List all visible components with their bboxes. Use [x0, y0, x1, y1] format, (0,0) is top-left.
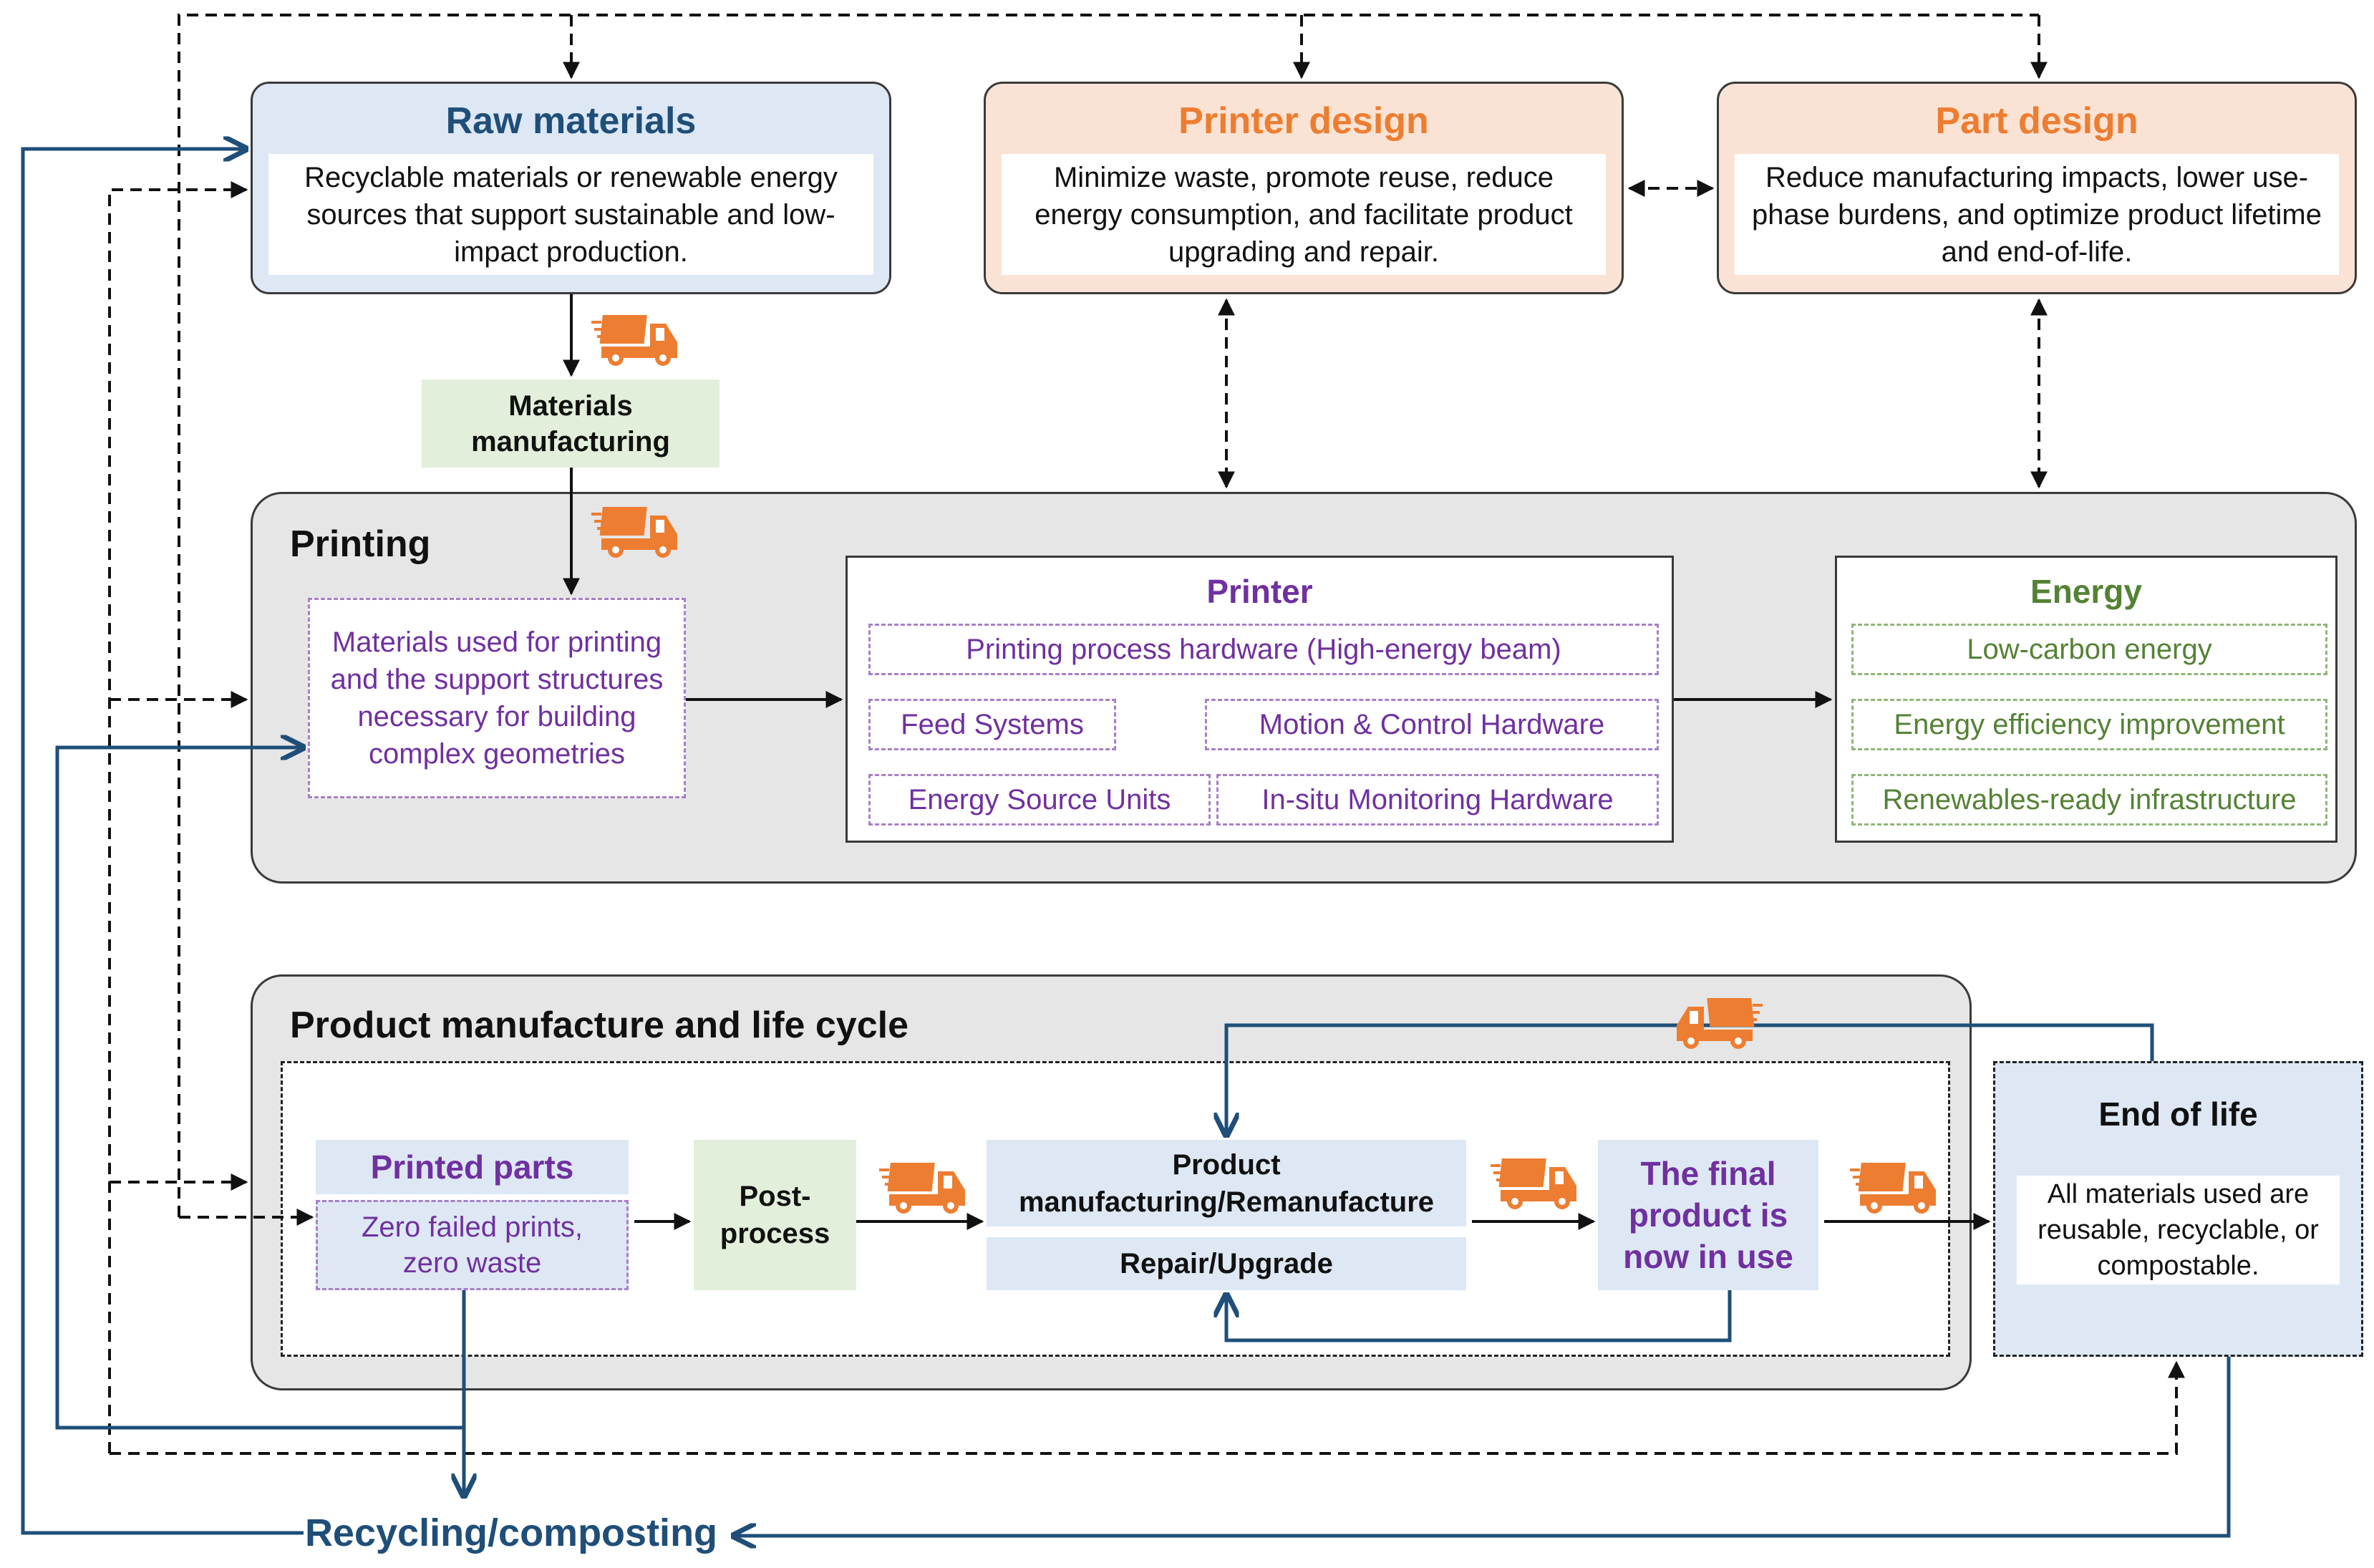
printer-component-label: Feed Systems: [901, 708, 1084, 740]
energy-title: Energy: [2030, 573, 2142, 610]
end-of-life-box: End of life All materials used are reusa…: [1993, 1061, 2363, 1357]
repair-upgrade-label: Repair/Upgrade: [1120, 1247, 1333, 1279]
product-manufacturing-box: Product manufacturing/Remanufacture: [987, 1140, 1466, 1226]
end-of-life-description: All materials used are reusable, recycla…: [2017, 1176, 2340, 1284]
part-design-description: Reduce manufacturing impacts, lower use-…: [1735, 154, 2339, 275]
printed-parts-subbox: Zero failed prints, zero waste: [316, 1200, 629, 1290]
raw-materials-title: Raw materials: [445, 100, 697, 142]
recycling-composting-text: Recycling/composting: [304, 1511, 718, 1554]
truck-icon: [1491, 1158, 1576, 1209]
truck-icon: [591, 507, 677, 558]
printing-materials-box: Materials used for printing and the supp…: [308, 598, 686, 798]
truck-icon: [591, 315, 677, 366]
printer-component: Energy Source Units: [868, 774, 1211, 826]
printer-component: Printing process hardware (High-energy b…: [868, 624, 1659, 675]
materials-manufacturing-box: Materials manufacturing: [422, 379, 720, 468]
printer-title: Printer: [1206, 573, 1313, 610]
raw-materials-description: Recyclable materials or renewable energy…: [268, 154, 873, 275]
printing-materials-text: Materials used for printing and the supp…: [330, 626, 664, 770]
product-lifecycle-title: Product manufacture and life cycle: [290, 1005, 909, 1046]
energy-item: Low-carbon energy: [1851, 624, 2327, 675]
printer-component-label: Motion & Control Hardware: [1259, 708, 1605, 740]
printer-design-title: Printer design: [1178, 100, 1429, 142]
part-design-box: Part design Reduce manufacturing impacts…: [1717, 82, 2357, 294]
energy-item: Energy efficiency improvement: [1851, 699, 2327, 750]
energy-item: Renewables-ready infrastructure: [1851, 774, 2327, 826]
part-design-title: Part design: [1935, 100, 2138, 142]
energy-item-label: Low-carbon energy: [1967, 633, 2212, 665]
final-product-box: The final product is now in use: [1598, 1140, 1818, 1290]
printed-parts-header: Printed parts: [316, 1140, 629, 1194]
raw-materials-box: Raw materials Recyclable materials or re…: [251, 82, 891, 294]
truck-icon: [1850, 1163, 1936, 1214]
printer-component-label: Printing process hardware (High-energy b…: [966, 633, 1561, 665]
post-process-box: Post-process: [694, 1140, 856, 1290]
truck-icon: [1677, 998, 1763, 1049]
printed-parts-subtitle: Zero failed prints, zero waste: [361, 1211, 583, 1279]
printing-title: Printing: [290, 523, 431, 565]
recycling-composting-label: Recycling/composting: [304, 1511, 719, 1555]
materials-manufacturing-label: Materials manufacturing: [471, 389, 670, 458]
energy-item-label: Energy efficiency improvement: [1894, 708, 2285, 740]
final-product-label: The final product is now in use: [1623, 1155, 1793, 1275]
printer-component-label: In-situ Monitoring Hardware: [1261, 783, 1614, 816]
product-manufacturing-label: Product manufacturing/Remanufacture: [1018, 1148, 1435, 1218]
energy-item-label: Renewables-ready infrastructure: [1882, 783, 2297, 816]
printer-design-box: Printer design Minimize waste, promote r…: [984, 82, 1624, 294]
dashed-bus-left: [108, 181, 248, 1453]
end-of-life-title: End of life: [2098, 1095, 2258, 1133]
printer-component: Feed Systems: [868, 699, 1116, 750]
printer-component: Motion & Control Hardware: [1205, 699, 1659, 750]
truck-icon: [879, 1163, 965, 1214]
printer-design-description: Minimize waste, promote reuse, reduce en…: [1002, 154, 1606, 275]
post-process-label: Post-process: [720, 1181, 830, 1249]
repair-upgrade-box: Repair/Upgrade: [987, 1237, 1466, 1290]
printed-parts-title: Printed parts: [370, 1148, 574, 1186]
printer-component: In-situ Monitoring Hardware: [1216, 774, 1659, 826]
printer-component-label: Energy Source Units: [908, 783, 1171, 816]
